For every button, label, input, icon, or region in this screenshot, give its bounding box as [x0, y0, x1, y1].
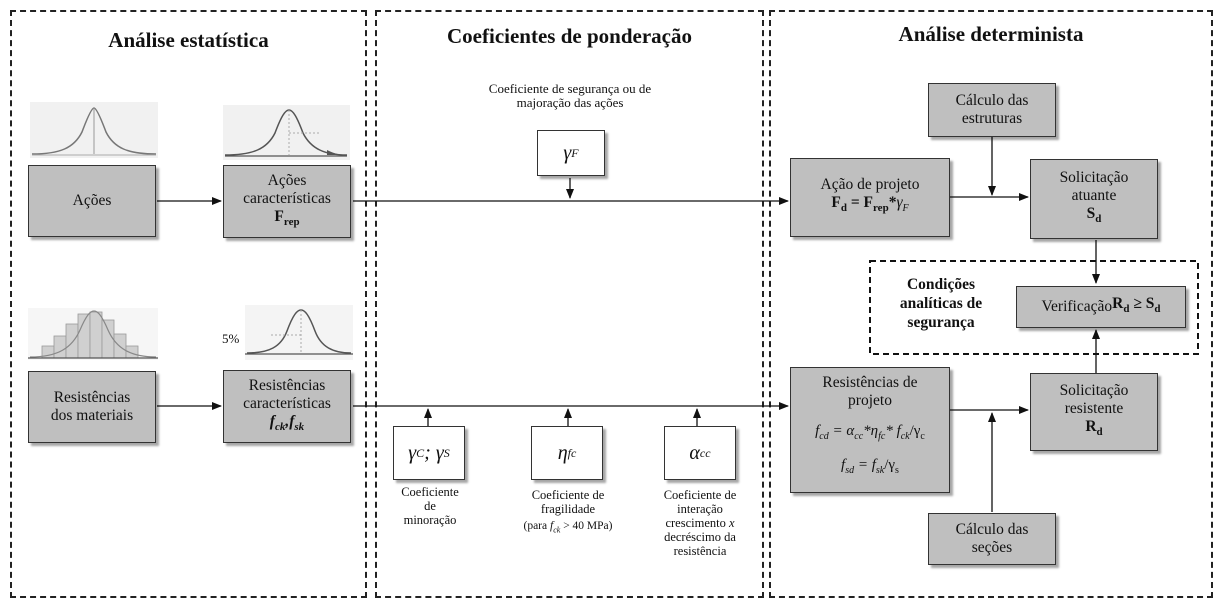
panel-weighting-coefficients [375, 10, 764, 598]
normal-curve-graph-char-actions [223, 105, 350, 160]
gamma-f-caption: Coeficiente de segurança ou de majoração… [488, 81, 652, 110]
box-design-action: Ação de projeto Fd = Frep*γF [790, 158, 950, 237]
char-resist-symbols: fck,fsk [269, 412, 305, 434]
panel-title-statistical: Análise estatística [108, 28, 269, 52]
alpha-cc-caption: Coeficiente de interação crescimento x d… [663, 488, 737, 558]
panel-title-deterministic: Análise determinista [898, 22, 1084, 46]
fcd-formula: fcd = αcc*ηfc* fck/γc [815, 423, 925, 442]
char-actions-line2: características [243, 189, 331, 207]
eta-fc-caption: Coeficiente de fragilidade (para fck > 4… [523, 488, 613, 535]
box-characteristic-resistances: Resistências características fck,fsk [223, 370, 351, 443]
char-resist-line2: características [243, 394, 331, 412]
material-resist-line2: dos materiais [50, 407, 134, 424]
char-actions-symbol: Frep [274, 207, 300, 229]
material-resist-line1: Resistências [53, 389, 131, 406]
histogram-graph-materials [28, 308, 158, 360]
safety-conditions-label: Condições analíticas de segurança [899, 276, 983, 331]
fsd-formula: fsd = fsk/γs [841, 457, 899, 476]
box-verification: Verificação Rd ≥ Sd [1016, 286, 1186, 328]
char-resist-line1: Resistências [248, 376, 326, 394]
gamma-c-s-caption: Coeficiente de minoração [401, 485, 459, 527]
design-action-label: Ação de projeto [820, 176, 920, 194]
panel-title-weighting: Coeficientes de ponderação [447, 24, 692, 48]
panel-statistical-analysis [10, 10, 367, 598]
box-actions-label: Ações [72, 192, 112, 209]
box-material-resistances: Resistências dos materiais [28, 371, 156, 443]
box-acting-stress: Solicitação atuante Sd [1030, 159, 1158, 239]
box-structural-calculation: Cálculo das estruturas [928, 83, 1056, 137]
box-actions: Ações [28, 165, 156, 237]
box-characteristic-actions: Ações características Frep [223, 165, 351, 238]
normal-curve-graph-char-resistance [245, 305, 353, 360]
design-action-formula: Fd = Frep*γF [831, 194, 909, 215]
five-percent-label: 5% [222, 331, 240, 346]
box-section-calculation: Cálculo das seções [928, 513, 1056, 565]
box-resisting-stress: Solicitação resistente Rd [1030, 373, 1158, 451]
char-actions-line1: Ações [267, 171, 307, 189]
safety-conditions-frame [869, 260, 1199, 355]
box-design-resistances: Resistências de projeto fcd = αcc*ηfc* f… [790, 367, 950, 493]
panel-deterministic-analysis [769, 10, 1213, 598]
normal-curve-graph-actions [30, 102, 158, 158]
